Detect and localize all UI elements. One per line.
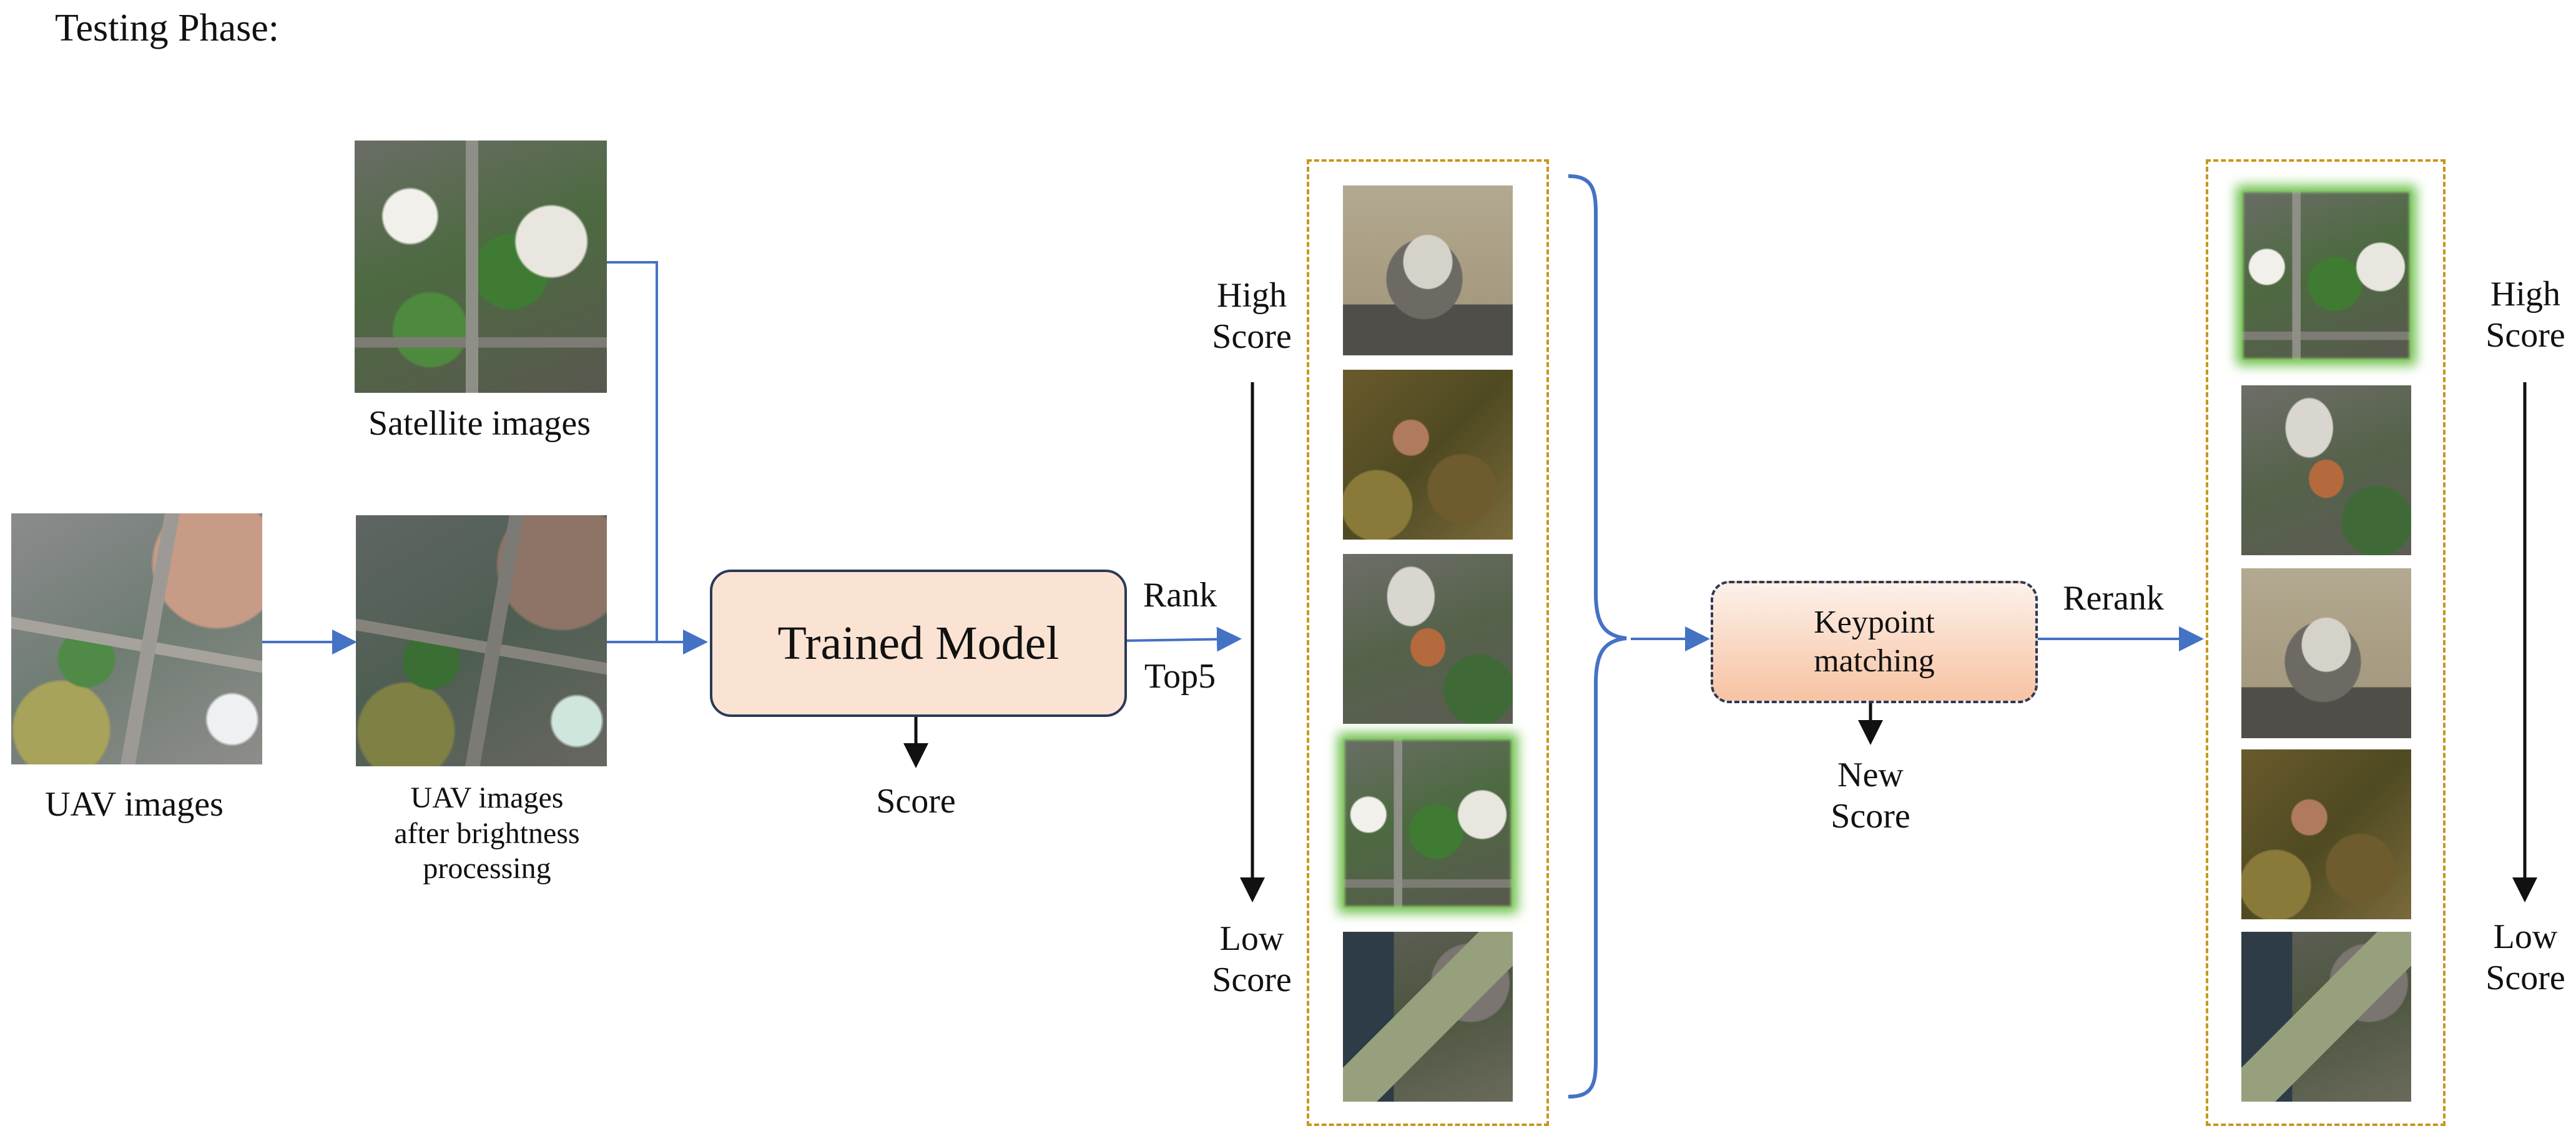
right-high-score-line1: High [2490,275,2560,314]
top5-candidates-frame [1307,159,1549,1126]
left-low-score-label: Low Score [1186,918,1317,1000]
keypoint-label-line2: matching [1814,643,1935,679]
diagram-title: Testing Phase: [55,7,280,49]
rerank-label: Rerank [2063,579,2164,618]
uav-processed-image [356,515,607,766]
trained-model-label: Trained Model [777,616,1059,669]
new-score-label: New Score [1796,754,1945,837]
uav-processed-label-line2: after brightness [394,816,580,850]
rank-label: Rank [1143,576,1217,615]
model-score-label: Score [876,782,956,821]
right-high-score-line2: Score [2485,316,2565,355]
arrow-satellite-to-model [607,261,658,642]
uav-image [11,513,262,764]
new-score-line1: New [1837,756,1904,794]
uav-processed-label-line3: processing [423,852,551,886]
uav-processed-label-line1: UAV images [410,781,564,814]
top5-candidate-5 [1343,932,1513,1102]
reranked-candidate-5 [2241,932,2411,1102]
arrow-model-to-top5 [1121,626,1242,652]
top5-candidate-3 [1343,554,1513,724]
reranked-candidate-4 [2241,749,2411,919]
top5-candidate-4-match [1343,738,1513,908]
top5-candidate-2 [1343,370,1513,540]
uav-label: UAV images [45,785,224,824]
left-high-score-label: High Score [1186,275,1317,357]
reranked-candidate-3 [2241,568,2411,738]
left-high-score-line2: Score [1212,317,1292,357]
satellite-label: Satellite images [368,404,591,443]
group-brace [1568,174,1627,1099]
left-high-score-line1: High [1217,276,1287,315]
left-low-score-line2: Score [1212,961,1292,1000]
keypoint-label-line1: Keypoint [1814,604,1935,640]
reranked-candidate-2 [2241,385,2411,555]
left-low-score-line1: Low [1219,919,1284,958]
new-score-line2: Score [1831,797,1910,836]
right-low-score-label: Low Score [2460,916,2576,999]
satellite-image [355,141,607,393]
trained-model-box: Trained Model [710,570,1127,717]
top5-label: Top5 [1144,657,1216,696]
keypoint-matching-box: Keypoint matching [1711,581,2038,703]
uav-processed-label: UAV images after brightness processing [350,781,624,887]
right-low-score-line1: Low [2493,917,2558,956]
reranked-candidate-1-match [2241,190,2411,360]
reranked-candidates-frame [2206,159,2446,1126]
right-low-score-line2: Score [2485,959,2565,998]
right-high-score-label: High Score [2460,274,2576,356]
top5-candidate-1 [1343,185,1513,355]
